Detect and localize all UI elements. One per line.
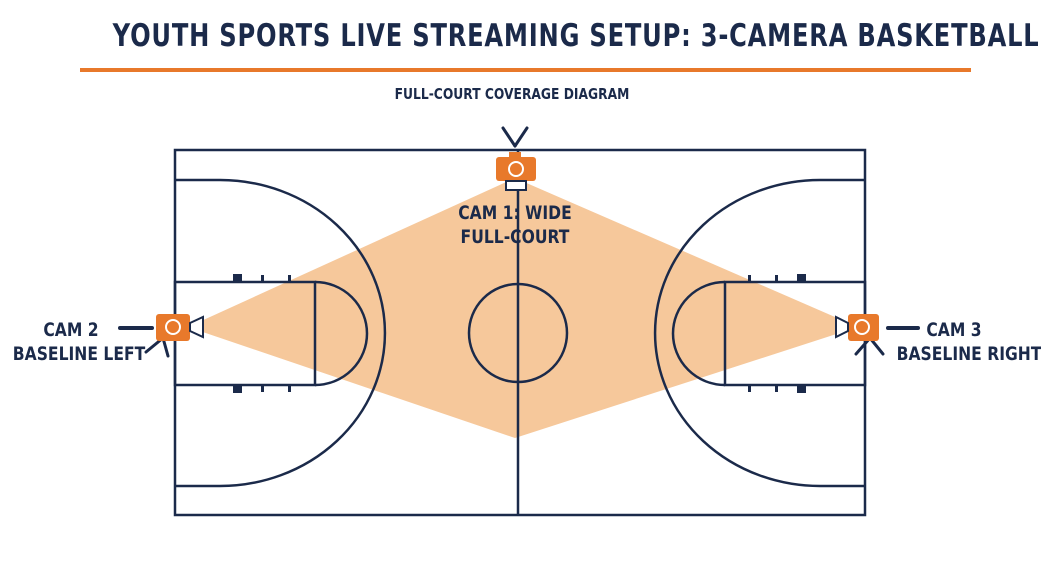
cam1-label-line1: CAM 1: WIDE bbox=[458, 202, 572, 224]
lane-marks bbox=[233, 274, 806, 393]
center-circle bbox=[467, 282, 569, 384]
cam3-label-line1: CAM 3 bbox=[926, 319, 982, 341]
cam1-label: CAM 1: WIDE FULL-COURT bbox=[454, 201, 577, 249]
cam3-label: CAM 3 BASELINE RIGHT bbox=[896, 318, 1041, 366]
title-underline bbox=[80, 68, 971, 72]
cam2-label-line2: BASELINE LEFT bbox=[12, 343, 146, 365]
free-throw-circle-right bbox=[671, 280, 726, 387]
cam1-label-line2: FULL-COURT bbox=[460, 226, 570, 248]
cam2-label-line1: CAM 2 bbox=[43, 319, 99, 341]
cam2-camera-icon bbox=[118, 314, 204, 358]
three-point-arc-left bbox=[175, 178, 387, 488]
cam1-camera-icon bbox=[496, 126, 536, 191]
three-point-arc-right bbox=[653, 178, 865, 488]
cam3-camera-icon bbox=[835, 314, 920, 356]
cam3-label-line2: BASELINE RIGHT bbox=[896, 343, 1041, 365]
free-throw-circle-left bbox=[314, 280, 369, 387]
diagram-subtitle: FULL-COURT COVERAGE DIAGRAM bbox=[394, 85, 630, 103]
page-title: YOUTH SPORTS LIVE STREAMING SETUP: 3-CAM… bbox=[112, 18, 1040, 54]
cam2-label: CAM 2 BASELINE LEFT bbox=[12, 318, 146, 366]
